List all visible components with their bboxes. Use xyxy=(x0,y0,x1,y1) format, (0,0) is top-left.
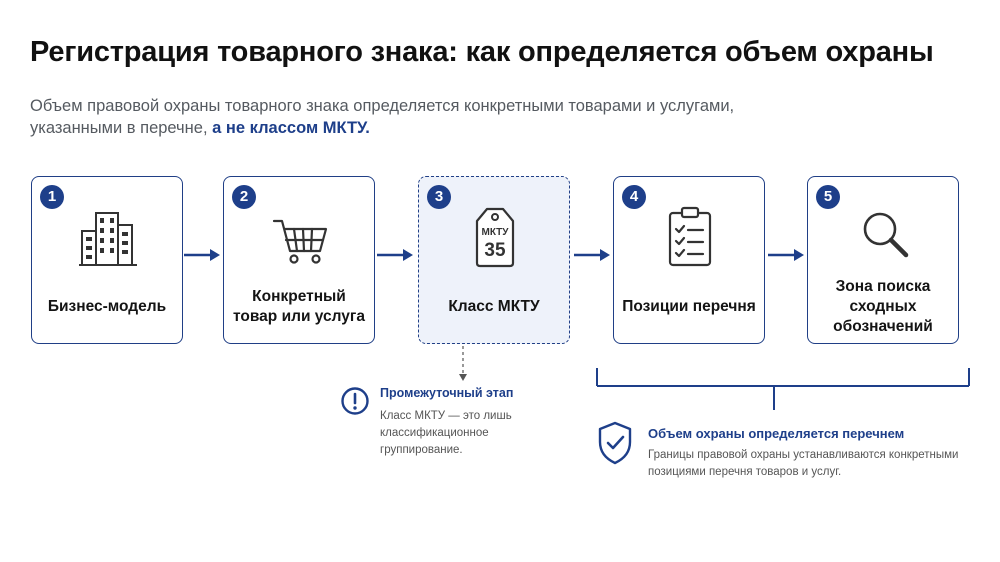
price-tag-icon: МКТУ 35 xyxy=(475,207,515,268)
step-2-product-or-service: 2 Конкретный товар или услуга xyxy=(223,176,375,344)
step-4-list-positions: 4 Позиции перечня xyxy=(613,176,765,344)
step-2-badge: 2 xyxy=(232,185,256,209)
arrow-right-icon xyxy=(184,249,220,261)
step-4-badge: 4 xyxy=(622,185,646,209)
arrow-right-icon xyxy=(377,249,413,261)
exclamation-circle-icon xyxy=(341,387,369,415)
step-1-business-model: 1 Бизнес-модель xyxy=(31,176,183,344)
step-5-label: Зона поиска сходных обозначений xyxy=(833,278,933,335)
step-5-badge: 5 xyxy=(816,185,840,209)
tag-number-text: 35 xyxy=(484,240,506,261)
step-1-label: Бизнес-модель xyxy=(47,298,167,315)
step-5-search-zone: 5 Зона поиска сходных обозначений xyxy=(807,176,959,344)
step-2-label: Конкретный товар или услуга xyxy=(233,288,365,325)
step-1-badge: 1 xyxy=(40,185,64,209)
arrow-right-icon xyxy=(574,249,610,261)
step-4-label: Позиции перечня xyxy=(622,298,756,315)
shopping-cart-icon xyxy=(272,219,328,264)
note-title: Промежуточный этап xyxy=(380,386,514,400)
page-subtitle: Объем правовой охраны товарного знака оп… xyxy=(30,95,790,139)
subtitle-text: Объем правовой охраны товарного знака оп… xyxy=(30,97,735,137)
magnifier-icon xyxy=(863,212,909,258)
page-title: Регистрация товарного знака: как определ… xyxy=(30,36,934,68)
note-text: Класс МКТУ — это лишь классификационное … xyxy=(380,410,512,456)
scope-title: Объем охраны определяется перечнем xyxy=(648,426,905,441)
checklist-clipboard-icon xyxy=(668,206,712,267)
scope-text: Границы правовой охраны устанавливаются … xyxy=(648,449,959,478)
dashed-connector xyxy=(459,346,467,381)
tag-top-text: МКТУ xyxy=(481,227,509,238)
step-3-label: Класс МКТУ xyxy=(448,298,540,315)
office-building-icon xyxy=(79,212,137,266)
shield-check-icon xyxy=(598,421,632,465)
step-3-nice-class: 3 МКТУ 35 Класс МКТУ xyxy=(418,176,570,344)
scope-bracket xyxy=(596,368,970,410)
arrow-right-icon xyxy=(768,249,804,261)
subtitle-highlight: а не классом МКТУ. xyxy=(212,119,370,137)
step-3-badge: 3 xyxy=(427,185,451,209)
